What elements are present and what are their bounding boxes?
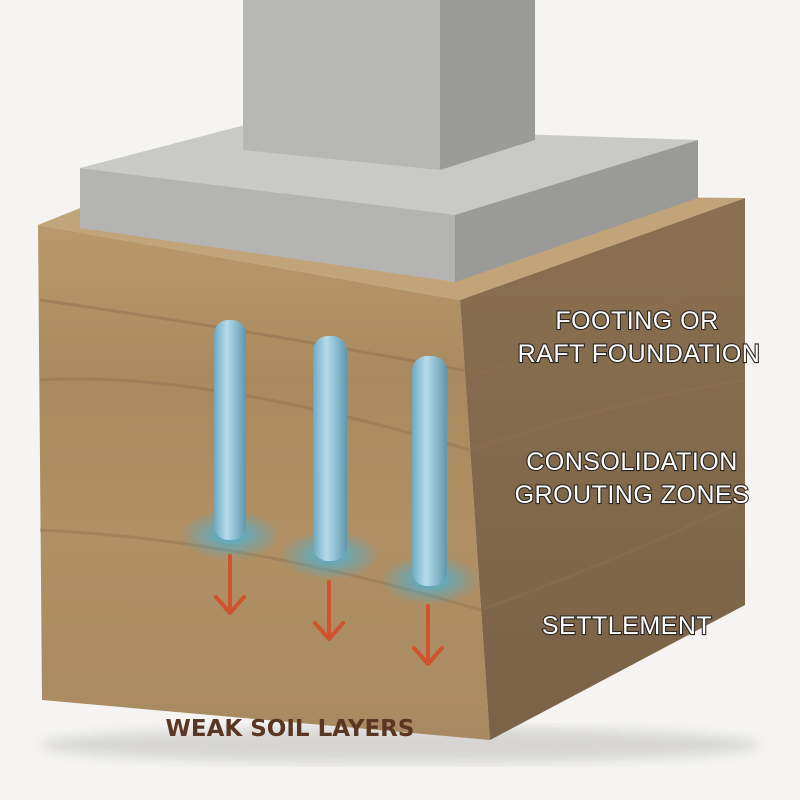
label-grouting-line2: GROUTING ZONES (515, 481, 750, 509)
column-right-face (440, 0, 535, 170)
label-grouting-line1: CONSOLIDATION (526, 448, 738, 476)
grout-pile (412, 356, 447, 586)
footing-slab (80, 125, 698, 282)
ground-shadow (40, 727, 760, 763)
label-footing-line2: RAFT FOUNDATION (518, 340, 761, 368)
column (243, 0, 535, 170)
label-settlement: SETTLEMENT (542, 612, 712, 640)
slab-front-face (80, 168, 455, 282)
soil-right-face (460, 198, 745, 740)
slab-right-face (455, 140, 698, 282)
grout-pile (214, 320, 246, 540)
soil-layer-line (39, 278, 746, 374)
label-weak-soil: WEAK SOIL LAYERS (166, 716, 415, 742)
label-footing-line1: FOOTING OR (555, 307, 718, 335)
slab-top-face (80, 125, 698, 215)
column-front-face (243, 0, 440, 170)
settlement-arrow-icon (214, 554, 246, 615)
settlement-arrow-icon (412, 604, 444, 666)
grout-pile (313, 336, 347, 561)
settlement-arrow-icon (313, 580, 345, 641)
